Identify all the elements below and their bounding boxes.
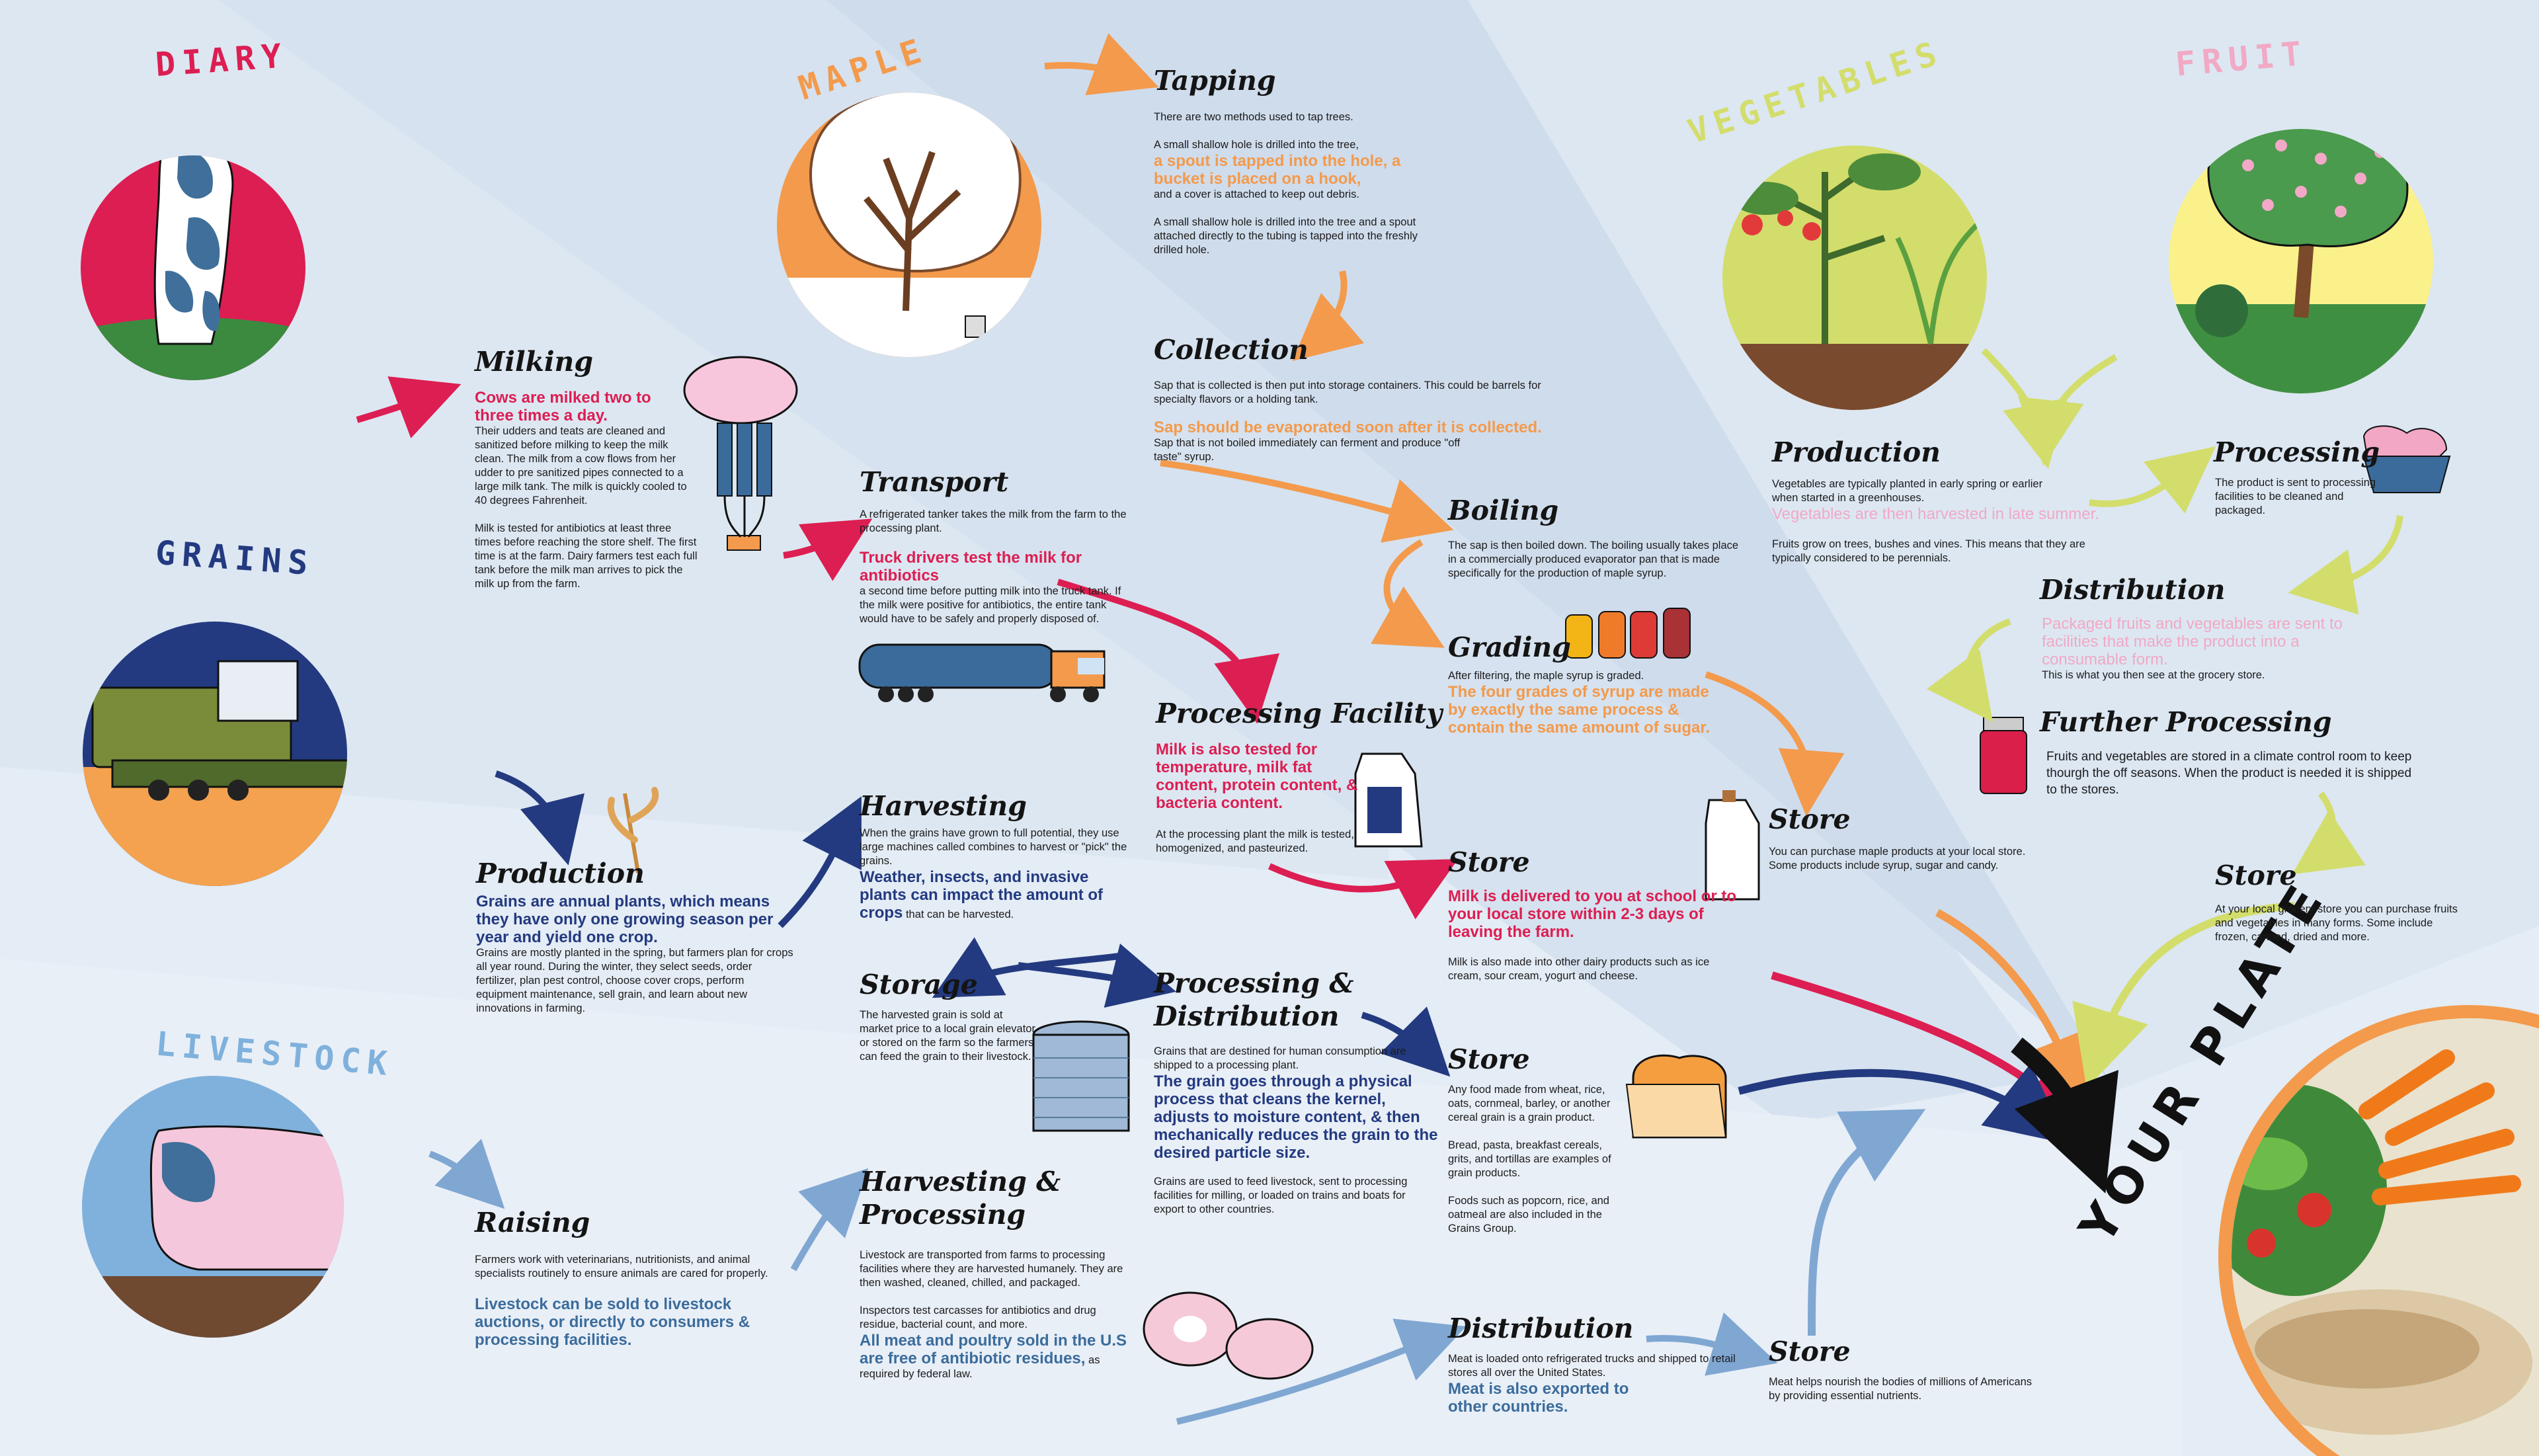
produce-distribution-em: Packaged fruits and vegetables are sent …: [2042, 615, 2343, 668]
grains-harvesting-title: Harvesting: [860, 790, 1027, 822]
maple-tapping-body: There are two methods used to tap trees.: [1154, 111, 1353, 123]
grains-store-title: Store: [1448, 1043, 1530, 1075]
maple-store-text: You can purchase maple products at your …: [1769, 846, 2026, 871]
produce-store-text: At your local grocery store you can purc…: [2215, 903, 2458, 943]
grains-harvesting-text: When the grains have grown to full poten…: [860, 827, 1137, 922]
livestock-distribution-em: Meat is also exported to other countries…: [1448, 1380, 1629, 1416]
grains-processing-em: The grain goes through a physical proces…: [1154, 1072, 1438, 1162]
maple-boiling-title: Boiling: [1448, 495, 1559, 526]
produce-further-title: Further Processing: [2040, 706, 2332, 738]
livestock-harvesting-em: All meat and poultry sold in the U.S are…: [860, 1332, 1127, 1367]
grains-store-text: Any food made from wheat, rice, oats, co…: [1448, 1083, 1627, 1236]
livestock-raising-em: Livestock can be sold to livestock aucti…: [475, 1295, 750, 1349]
dairy-milking-title: Milking: [475, 346, 593, 378]
dairy-milking-em: Cows are milked two to three times a day…: [475, 389, 651, 425]
maple-tapping-em: a spout is tapped into the hole, a bucke…: [1154, 152, 1401, 188]
livestock-store-title: Store: [1769, 1336, 1851, 1367]
dairy-store-body: Milk is also made into other dairy produ…: [1448, 956, 1710, 982]
dairy-milking-body2: Milk is tested for antibiotics at least …: [475, 522, 698, 590]
dairy-store-em: Milk is delivered to you at school or to…: [1448, 887, 1737, 941]
maple-collection-em: Sap should be evaporated soon after it i…: [1154, 419, 1542, 436]
produce-production-title: Production: [1772, 436, 1941, 468]
maple-tapping-body4: A small shallow hole is drilled into the…: [1154, 216, 1418, 256]
dairy-milking-text: Cows are milked two to three times a day…: [475, 389, 700, 591]
maple-boiling-text: The sap is then boiled down. The boiling…: [1448, 540, 1739, 579]
grains-storage-text: The harvested grain is sold at market pr…: [860, 1009, 1035, 1063]
livestock-raising-body: Farmers work with veterinarians, nutriti…: [475, 1254, 768, 1279]
dairy-transport-text: A refrigerated tanker takes the milk fro…: [860, 508, 1137, 626]
produce-store-title: Store: [2215, 860, 2297, 891]
produce-production-body: Vegetables are typically planted in earl…: [1772, 478, 2043, 504]
maple-collection-body2: Sap that is not boiled immediately can f…: [1154, 437, 1461, 463]
grains-store-body2: Bread, pasta, breakfast cereals, grits, …: [1448, 1139, 1611, 1179]
produce-distribution-title: Distribution: [2040, 574, 2226, 606]
livestock-harvesting-body3: as required by federal law.: [860, 1354, 1100, 1380]
dairy-store-title: Store: [1448, 846, 1530, 878]
maple-tapping-body3: and a cover is attached to keep out debr…: [1154, 188, 1359, 200]
grains-harvesting-body: When the grains have grown to full poten…: [860, 827, 1127, 867]
maple-tapping-text: There are two methods used to tap trees.…: [1154, 110, 1445, 257]
livestock-harvesting-title: Harvesting & Processing: [860, 1166, 1061, 1231]
livestock-harvesting-body2: Inspectors test carcasses for antibiotic…: [860, 1305, 1096, 1330]
maple-grading-em: The four grades of syrup are made by exa…: [1448, 683, 1711, 737]
dairy-store-text: Milk is delivered to you at school or to…: [1448, 887, 1739, 983]
grains-production-title: Production: [476, 858, 645, 889]
grains-processing-text: Grains that are destined for human consu…: [1154, 1045, 1445, 1217]
livestock-distribution-title: Distribution: [1448, 1313, 1634, 1344]
maple-collection-title: Collection: [1154, 334, 1309, 366]
maple-grading-body: After filtering, the maple syrup is grad…: [1448, 670, 1644, 682]
maple-tapping-body2: A small shallow hole is drilled into the…: [1154, 139, 1359, 151]
livestock-harvesting-body: Livestock are transported from farms to …: [860, 1249, 1123, 1289]
livestock-raising-text: Farmers work with veterinarians, nutriti…: [475, 1253, 779, 1349]
dairy-transport-body2: a second time before putting milk into t…: [860, 585, 1121, 625]
maple-grading-text: After filtering, the maple syrup is grad…: [1448, 669, 1713, 737]
grains-production-body: Grains are mostly planted in the spring,…: [476, 947, 793, 1014]
produce-distribution-text: Packaged fruits and vegetables are sent …: [2042, 615, 2346, 682]
livestock-distribution-body: Meat is loaded onto refrigerated trucks …: [1448, 1353, 1736, 1379]
livestock-harvesting-text: Livestock are transported from farms to …: [860, 1248, 1137, 1381]
maple-grading-title: Grading: [1448, 631, 1571, 663]
dairy-transport-em: Truck drivers test the milk for antibiot…: [860, 549, 1082, 585]
dairy-processing-body: At the processing plant the milk is test…: [1156, 829, 1354, 854]
maple-tapping-title: Tapping: [1154, 65, 1276, 97]
grains-harvesting-em: Weather, insects, and invasive plants ca…: [860, 868, 1104, 922]
maple-store-title: Store: [1769, 803, 1851, 835]
produce-production-text: Vegetables are typically planted in earl…: [1772, 477, 2156, 565]
grains-production-em: Grains are annual plants, which means th…: [476, 893, 774, 946]
dairy-transport-title: Transport: [860, 466, 1009, 498]
produce-production-body2: Fruits grow on trees, bushes and vines. …: [1772, 538, 2085, 564]
grains-harvesting-body2: that can be harvested.: [905, 909, 1014, 920]
produce-distribution-body: This is what you then see at the grocery…: [2042, 669, 2265, 681]
produce-processing-title: Processing: [2214, 436, 2380, 468]
produce-processing-text: The product is sent to processing facili…: [2215, 477, 2376, 516]
grains-store-body3: Foods such as popcorn, rice, and oatmeal…: [1448, 1195, 1609, 1234]
grains-store-body: Any food made from wheat, rice, oats, co…: [1448, 1084, 1611, 1123]
dairy-processing-em: Milk is also tested for temperature, mil…: [1156, 741, 1358, 812]
dairy-processing-title: Processing Facility: [1156, 698, 1443, 729]
produce-production-em: Vegetables are then harvested in late su…: [1772, 505, 2099, 523]
livestock-raising-title: Raising: [475, 1207, 590, 1238]
grains-production-text: Grains are annual plants, which means th…: [476, 893, 793, 1016]
maple-collection-text: Sap that is collected is then put into s…: [1154, 379, 1544, 464]
maple-collection-body: Sap that is collected is then put into s…: [1154, 380, 1541, 405]
livestock-store-text: Meat helps nourish the bodies of million…: [1769, 1376, 2033, 1402]
produce-further-text: Fruits and vegetables are stored in a cl…: [2046, 750, 2412, 797]
dairy-milking-body: Their udders and teats are cleaned and s…: [475, 425, 687, 506]
grains-processing-body: Grains that are destined for human consu…: [1154, 1045, 1406, 1071]
grains-processing-title: Processing & Distribution: [1154, 967, 1354, 1032]
grains-storage-title: Storage: [860, 969, 978, 1000]
dairy-transport-body: A refrigerated tanker takes the milk fro…: [860, 508, 1127, 534]
dairy-processing-text: Milk is also tested for temperature, mil…: [1156, 741, 1367, 856]
grains-processing-body2: Grains are used to feed livestock, sent …: [1154, 1176, 1408, 1215]
livestock-distribution-text: Meat is loaded onto refrigerated trucks …: [1448, 1352, 1759, 1416]
